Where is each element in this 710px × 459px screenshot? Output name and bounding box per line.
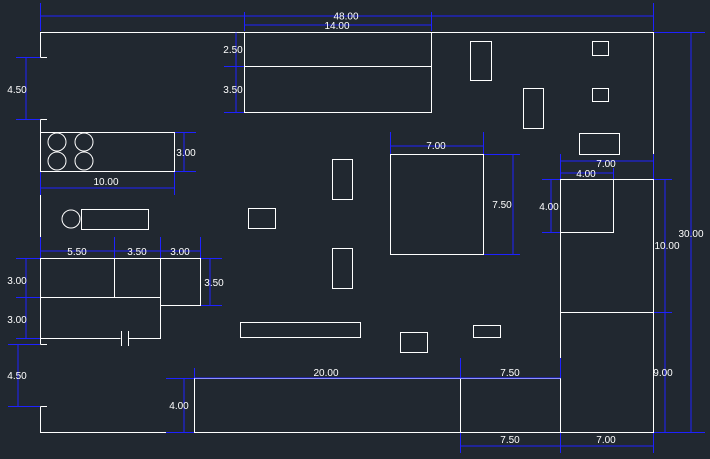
component-rect (579, 133, 620, 155)
component-square (592, 41, 609, 56)
dim-left-block-c-height: 3.50 (204, 278, 224, 289)
dim-left-block-c: 3.00 (170, 247, 190, 258)
left-capacitor-outline (40, 297, 161, 339)
right-small-module (560, 179, 614, 233)
center-chip (390, 154, 484, 255)
battery-cell (47, 132, 67, 152)
resistor-component (81, 209, 149, 230)
dim-right-small-width: 4.00 (576, 169, 596, 180)
dim-overall-height: 30.00 (678, 229, 703, 240)
board-outline-group (40, 32, 654, 433)
dim-battery-height: 3.00 (176, 148, 196, 159)
component-rect (248, 208, 276, 229)
component-rect (400, 332, 428, 353)
dim-bottom-mid-width-bottom: 7.50 (500, 435, 520, 446)
dim-right-panel-width: 7.00 (596, 159, 616, 170)
dim-right-upper-height: 10.00 (654, 241, 679, 252)
connector-strip (240, 322, 361, 338)
dim-top-module-upper: 2.50 (223, 45, 243, 56)
dim-left-block-b: 3.50 (127, 247, 147, 258)
dim-chip-width: 7.00 (426, 141, 446, 152)
dim-bottom-mid-width-top: 7.50 (500, 368, 520, 379)
dim-top-module-width: 14.00 (324, 21, 349, 32)
component-rect (473, 325, 501, 338)
component-square (592, 88, 609, 102)
led-component (61, 209, 81, 229)
dimension-lines (8, 3, 705, 453)
dimension-labels: 48.00 14.00 2.50 3.50 4.50 3.00 10.00 7.… (7, 12, 704, 447)
battery-cell (74, 151, 94, 171)
component-rect (332, 248, 353, 289)
dim-battery-width: 10.00 (93, 177, 118, 188)
dim-top-module-lower: 3.50 (223, 85, 243, 96)
dim-left-notch-top: 4.50 (7, 85, 27, 96)
dim-bottom-right-width: 7.00 (596, 435, 616, 446)
battery-holder (40, 132, 175, 172)
component-rect (523, 88, 544, 129)
dim-left-notch-bottom: 4.50 (7, 371, 27, 382)
dim-left-block-a: 5.50 (67, 247, 87, 258)
left-block-c (160, 258, 201, 306)
dim-bottom-block-width: 20.00 (313, 368, 338, 379)
dim-right-lower-height: 9.00 (653, 368, 673, 379)
dim-overall-width: 48.00 (333, 12, 358, 23)
battery-cell (74, 132, 94, 152)
dim-left-row2: 3.00 (7, 315, 27, 326)
battery-cell (47, 151, 67, 171)
top-module (244, 32, 432, 113)
dim-chip-height: 7.50 (492, 200, 512, 211)
dim-right-small-height: 4.00 (539, 202, 559, 213)
dim-bottom-block-height: 4.00 (169, 401, 189, 412)
dim-left-row1: 3.00 (7, 276, 27, 287)
component-rect (332, 159, 353, 200)
component-rect (470, 41, 492, 81)
